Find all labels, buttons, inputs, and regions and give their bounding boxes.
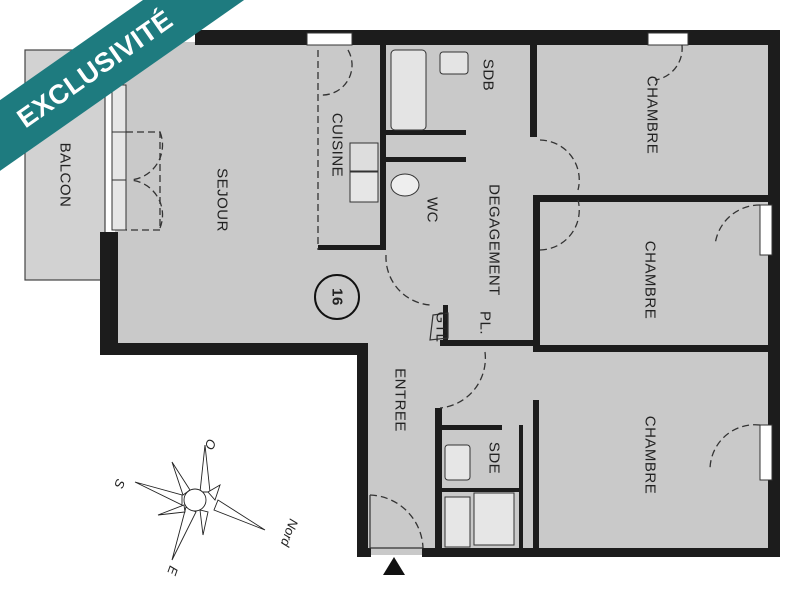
room-label-sejour: SEJOUR — [214, 168, 231, 232]
lot-number: 16 — [329, 288, 346, 306]
room-labels: BALCON SEJOUR CUISINE SDB WC DEGAGEMENT … — [57, 59, 661, 494]
room-label-balcon: BALCON — [57, 143, 74, 208]
compass-labels: O S E Nord — [111, 437, 301, 578]
lot-number-circle — [314, 274, 360, 320]
floor-area — [115, 42, 775, 555]
room-label-chambre-1: CHAMBRE — [644, 76, 661, 155]
compass-east: E — [164, 564, 181, 578]
door-swings — [126, 44, 761, 549]
room-label-degagement: DEGAGEMENT — [486, 184, 503, 296]
room-label-sde: SDE — [486, 442, 503, 474]
room-label-gtl: GTL — [433, 312, 450, 343]
room-label-entree: ENTREE — [392, 368, 409, 432]
room-label-chambre-3: CHAMBRE — [642, 416, 659, 495]
room-label-wc: WC — [424, 197, 441, 223]
entrance-arrow-icon — [383, 557, 405, 575]
compass-south: S — [111, 477, 128, 491]
room-label-cuisine: CUISINE — [329, 113, 346, 177]
compass-rose-icon — [134, 444, 266, 561]
windows — [111, 32, 773, 481]
room-label-chambre-2: CHAMBRE — [642, 241, 659, 320]
room-label-pl: PL. — [477, 311, 494, 335]
compass-west: O — [202, 437, 220, 452]
fixtures — [349, 49, 515, 548]
room-label-sdb: SDB — [480, 59, 497, 91]
compass-north: Nord — [277, 517, 301, 549]
